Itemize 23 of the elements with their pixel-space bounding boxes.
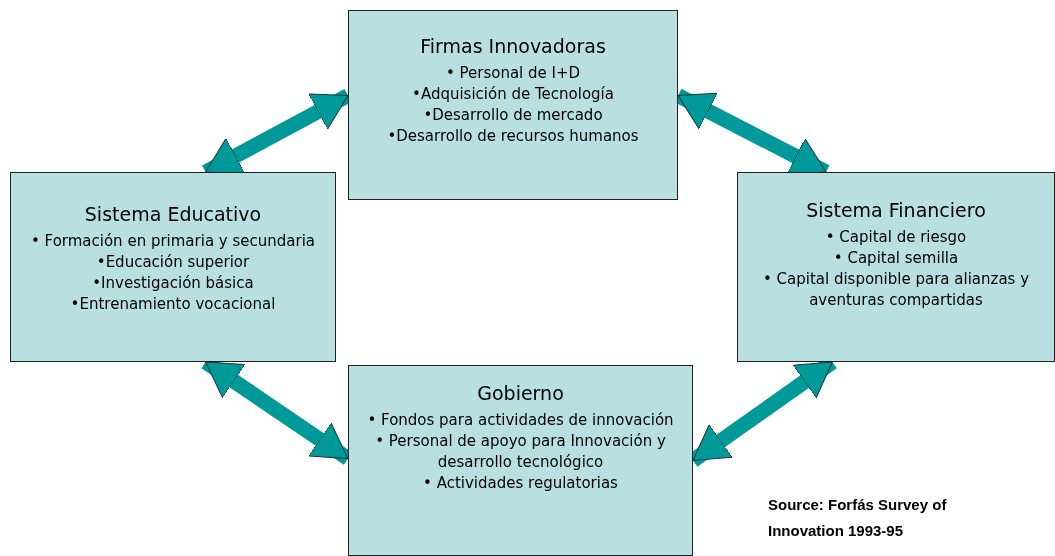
bullet-item: •Entrenamiento vocacional (70, 294, 276, 315)
info-box (10, 172, 336, 362)
box-heading: Sistema Educativo (84, 202, 262, 227)
bullet-item: • Personal de I+D (445, 63, 581, 84)
bullet-item: •Desarrollo de mercado (423, 105, 603, 126)
bullet-item: • Personal de apoyo para Innovación y desarrollo tecnológico (374, 431, 667, 473)
bullet-item: •Desarrollo de recursos humanos (387, 126, 639, 147)
box-heading: Sistema Financiero (806, 198, 986, 223)
bullet-item: •Investigación básica (92, 273, 254, 294)
info-box (348, 365, 693, 556)
bullet-item: • Formación en primaria y secundaria (30, 231, 316, 252)
bullet-item: • Fondos para actividades de innovación (367, 410, 674, 431)
bullet-item: • Actividades regulatorias (423, 473, 618, 494)
bullet-item: •Adquisición de Tecnología (412, 84, 614, 105)
bullet-item: •Educación superior (96, 252, 250, 273)
bullet-item: • Capital semilla (833, 248, 959, 269)
box-heading: Firmas Innovadoras (420, 34, 606, 59)
source-note: Source: Forfás Survey of Innovation 1993-95 (768, 495, 948, 541)
info-box (348, 10, 678, 200)
bullet-item: • Capital de riesgo (825, 227, 967, 248)
bullet-item: • Capital disponible para alianzas y aventuras compartidas (761, 269, 1031, 311)
info-box (737, 172, 1055, 362)
box-heading: Gobierno (477, 381, 564, 406)
